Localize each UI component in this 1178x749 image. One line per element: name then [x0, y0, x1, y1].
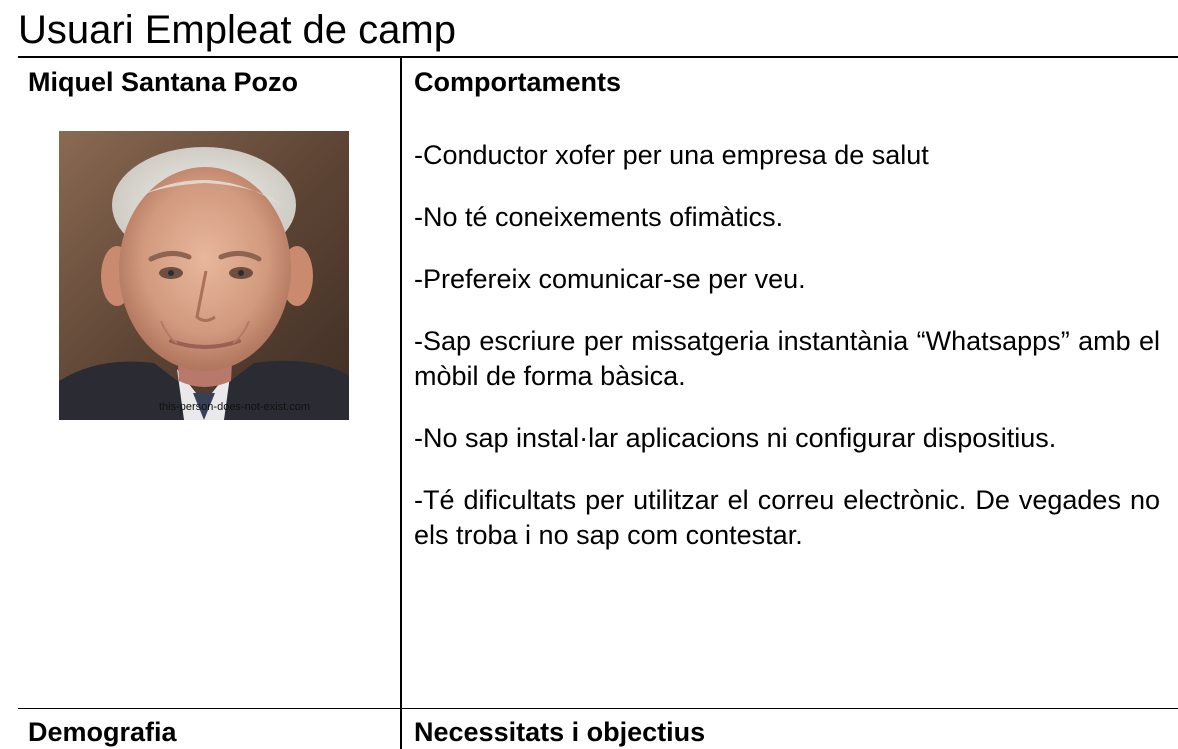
- needs-heading: Necessitats i objectius: [414, 717, 706, 747]
- demographics-heading: Demografia: [28, 717, 177, 747]
- behaviours-list: -Conductor xofer per una empresa de salu…: [414, 138, 1160, 580]
- persona-photo: this-person-does-not-exist.com: [59, 131, 349, 420]
- behaviours-heading: Comportaments: [414, 67, 622, 97]
- behaviour-item: -No sap instal·lar aplicacions ni config…: [414, 423, 1057, 453]
- portrait-image: [59, 131, 349, 420]
- row-divider: [18, 708, 1178, 709]
- document-title: Usuari Empleat de camp: [18, 8, 456, 52]
- table-top-rule: [18, 56, 1178, 58]
- behaviour-item: -Sap escriure per missatgeria instantàni…: [414, 326, 1160, 391]
- behaviour-item: -Conductor xofer per una empresa de salu…: [414, 140, 929, 170]
- column-divider: [400, 57, 402, 749]
- photo-watermark: this-person-does-not-exist.com: [159, 401, 311, 413]
- behaviour-item: -Prefereix comunicar-se per veu.: [414, 264, 806, 294]
- persona-name: Miquel Santana Pozo: [28, 67, 299, 97]
- behaviour-item: -Té dificultats per utilitzar el correu …: [414, 485, 1160, 550]
- behaviour-item: -No té coneixements ofimàtics.: [414, 202, 784, 232]
